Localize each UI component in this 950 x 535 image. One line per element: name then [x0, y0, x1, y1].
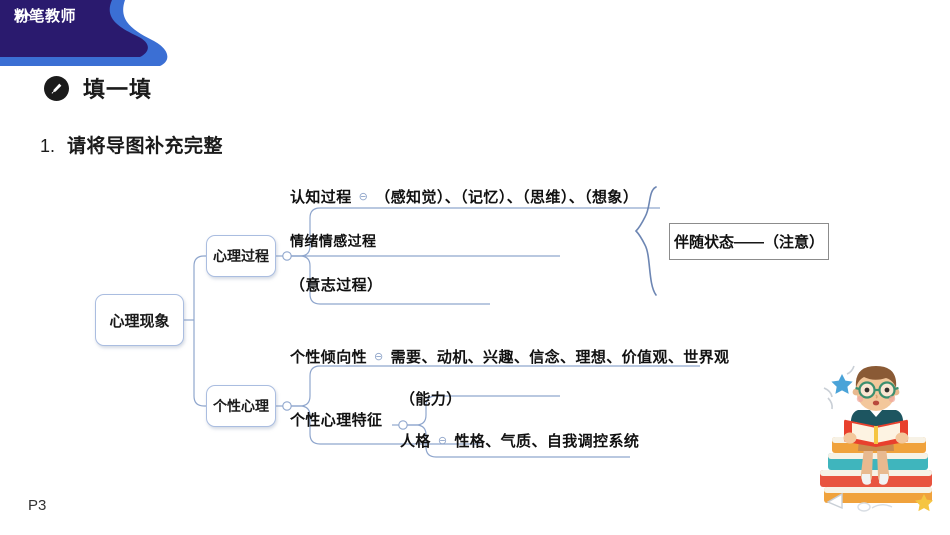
item-name: 情绪情感过程: [290, 233, 377, 249]
attention-state-box: 伴随状态——（注意）: [669, 223, 829, 260]
item-name: （能力）: [400, 391, 462, 408]
mindmap: 心理现象 心理过程 个性心理 认知过程 ⊖ （感知觉）、（记忆）、（思维）、（想象）…: [0, 175, 950, 485]
mindmap-item-cognitive-process: 认知过程 ⊖ （感知觉）、（记忆）、（思维）、（想象）: [290, 186, 638, 207]
item-detail: 性格、气质、自我调控系统: [454, 433, 640, 450]
question-text: 请将导图补充完整: [67, 136, 224, 157]
mindmap-item-emotion-process: 情绪情感过程: [290, 231, 376, 251]
item-name: （意志过程）: [290, 277, 383, 294]
mindmap-connectors: [184, 186, 700, 458]
page-number: P3: [28, 497, 47, 514]
section-title: 填一填: [44, 72, 152, 104]
item-name: 个性倾向性: [290, 349, 368, 366]
mindmap-item-personality-tendency: 个性倾向性 ⊖ 需要、动机、兴趣、信念、理想、价值观、世界观: [290, 346, 729, 367]
item-separator-icon: ⊖: [437, 435, 448, 447]
mindmap-node-psychological-process[interactable]: 心理过程: [206, 235, 276, 277]
boy-reading-book-on-books-illustration: [812, 352, 944, 518]
header-wave-graphic: [0, 0, 168, 66]
item-name: 认知过程: [290, 189, 352, 206]
item-name: 人格: [400, 433, 431, 450]
attention-state-label: 伴随状态——（注意）: [673, 234, 824, 251]
item-name: 个性心理特征: [290, 412, 383, 429]
mindmap-item-ability: （能力）: [400, 388, 462, 409]
star-icon: [831, 374, 853, 394]
question-line: 1. 请将导图补充完整: [40, 131, 223, 158]
mindmap-node-label: 个性心理: [213, 398, 269, 414]
brand-logo: 粉笔教师: [14, 6, 76, 27]
item-separator-icon: ⊖: [374, 351, 384, 363]
mindmap-root-node[interactable]: 心理现象: [95, 294, 184, 346]
mindmap-node-label: 心理过程: [213, 248, 269, 264]
header-banner: 粉笔教师: [0, 0, 950, 66]
fb-logo-icon: [16, 10, 32, 23]
item-detail: 需要、动机、兴趣、信念、理想、价值观、世界观: [390, 349, 730, 366]
item-separator-icon: ⊖: [358, 191, 369, 203]
mindmap-item-character: 人格 ⊖ 性格、气质、自我调控系统: [400, 430, 639, 451]
pen-badge-icon: [44, 75, 69, 101]
item-detail: （感知觉）、（记忆）、（思维）、（想象）: [375, 189, 639, 206]
question-number: 1.: [40, 136, 56, 156]
mindmap-root-label: 心理现象: [109, 312, 170, 330]
brand-name: 粉笔教师: [14, 8, 77, 25]
mindmap-item-personality-traits: 个性心理特征: [290, 409, 382, 430]
mindmap-node-personality-psychology[interactable]: 个性心理: [206, 385, 276, 427]
mindmap-item-will-process: （意志过程）: [290, 274, 382, 295]
section-title-text: 填一填: [83, 77, 153, 102]
